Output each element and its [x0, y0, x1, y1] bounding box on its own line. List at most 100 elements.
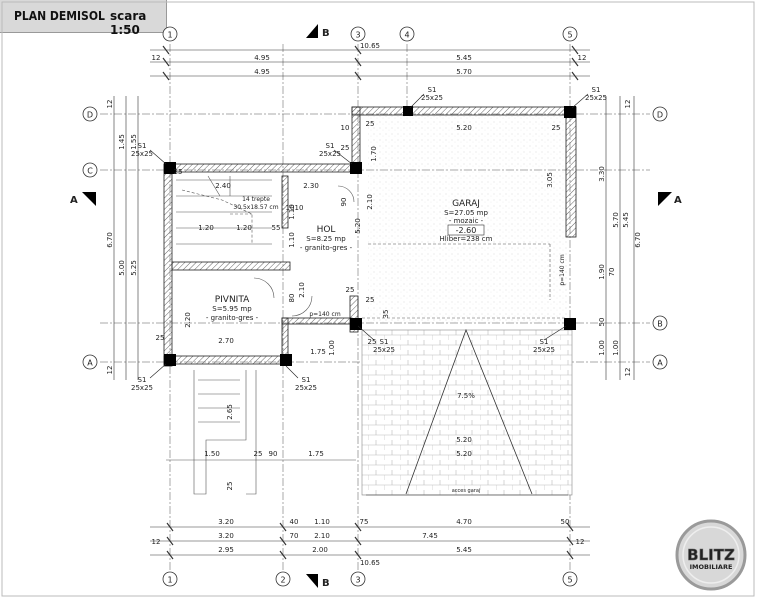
- col-tag-2-size: 25x25: [585, 94, 607, 102]
- garage-door-lines: [362, 243, 566, 319]
- int-dim-10-b: 10: [295, 204, 304, 212]
- int-dim-25-e: 25: [254, 450, 263, 458]
- int-dim-25-j: 25: [174, 168, 183, 176]
- int-dim-1-75: 1.75: [310, 348, 326, 356]
- int-dim-10-a: 10: [286, 204, 295, 212]
- int-dim-25-h: 25: [346, 286, 355, 294]
- int-dim-55: 55: [272, 224, 281, 232]
- dim-bot-3-20-b: 3.20: [218, 532, 234, 540]
- section-b-bottom: B: [322, 578, 330, 589]
- int-dim-25-g: 25: [156, 334, 165, 342]
- int-dim-1-20-a: 1.20: [198, 224, 214, 232]
- room-hol-finish: - granito-gres -: [300, 244, 353, 252]
- dim-top-5-70: 5.70: [456, 68, 472, 76]
- dim-left-12-bot: 12: [106, 366, 114, 375]
- room-garaj-level: -2.60: [456, 226, 477, 235]
- logo-sub: IMOBILIARE: [690, 563, 733, 571]
- int-dim-1-75-b: 1.75: [308, 450, 324, 458]
- axis-d-left: D: [87, 111, 93, 120]
- column-leaders: [149, 93, 589, 379]
- dim-left-5-25: 5.25: [130, 260, 138, 276]
- col-tag-5-size: 25x25: [373, 346, 395, 354]
- room-pivnita-name: PIVNITA: [215, 295, 250, 305]
- int-dim-5-20-a: 5.20: [456, 124, 472, 132]
- section-a-right: A: [674, 195, 682, 206]
- dim-bot-7-45: 7.45: [422, 532, 438, 540]
- stairs-size: 30.5x18.57 cm: [233, 204, 278, 211]
- ramp-slope: 7.5%: [457, 392, 475, 400]
- top-dimensions: [150, 45, 590, 81]
- stairs: [176, 175, 272, 245]
- structural-columns: [164, 106, 576, 366]
- int-dim-80: 80: [288, 294, 296, 303]
- door-swings: [253, 185, 355, 317]
- int-dim-2-40: 2.40: [215, 182, 231, 190]
- dim-top-12-right: 12: [578, 54, 587, 62]
- dim-right-3-30: 3.30: [598, 166, 606, 182]
- dim-right-12-top: 12: [624, 100, 632, 109]
- col-tag-1-label: S1: [428, 86, 437, 94]
- axis-4-top: 4: [404, 31, 409, 40]
- axis-5-bottom: 5: [567, 576, 572, 585]
- int-dim-5-20-d: 5.20: [456, 436, 472, 444]
- level-box: [447, 224, 485, 236]
- dim-top-total: 10.65: [360, 42, 380, 50]
- axis-1-top: 1: [167, 31, 172, 40]
- room-garaj-area: S=27.05 mp: [444, 209, 488, 217]
- dim-right-1-90: 1.90: [598, 264, 606, 280]
- axis-3-top: 3: [355, 31, 360, 40]
- int-dim-90: 90: [340, 198, 348, 207]
- dim-right-1-00-a: 1.00: [598, 340, 606, 356]
- dim-top-5-45: 5.45: [456, 54, 472, 62]
- dim-left-5-00: 5.00: [118, 260, 126, 276]
- plan-header: PLAN DEMISOL scara 1:50: [0, 0, 167, 37]
- col-tag-8-label: S1: [302, 376, 311, 384]
- dim-bot-40: 40: [290, 518, 299, 526]
- dim-top-4-95-a: 4.95: [254, 54, 270, 62]
- bottom-dimensions: [150, 522, 590, 560]
- walls: [163, 106, 577, 367]
- int-dim-1-20-b: 1.20: [236, 224, 252, 232]
- dim-right-6-70: 6.70: [634, 232, 642, 248]
- room-hol-area: S=8.25 mp: [306, 235, 346, 243]
- int-dim-2-70: 2.70: [218, 337, 234, 345]
- col-tag-5-label: S1: [380, 338, 389, 346]
- axis-a-right: A: [657, 359, 663, 368]
- axis-c-left: C: [87, 167, 93, 176]
- axis-bubbles: [82, 26, 668, 587]
- exterior-stair: [166, 370, 356, 495]
- ramp-paving: [361, 328, 573, 496]
- dim-bot-total: 10.65: [360, 559, 380, 567]
- axis-2-bottom: 2: [280, 576, 285, 585]
- ramp-label: acces garaj: [452, 488, 481, 494]
- dim-left-12-top: 12: [106, 100, 114, 109]
- dim-right-5-70: 5.70: [612, 212, 620, 228]
- garage-floor: [368, 116, 568, 324]
- int-dim-1-10-a: 1.10: [288, 232, 296, 248]
- int-dim-p140-b: p=140 cm: [559, 254, 566, 285]
- room-garaj-height: Hliber=238 cm: [440, 235, 493, 243]
- room-pivnita-area: S=5.95 mp: [212, 305, 252, 313]
- int-dim-25-c: 25: [341, 144, 350, 152]
- col-tag-6-label: S1: [540, 338, 549, 346]
- dim-bot-2-95: 2.95: [218, 546, 234, 554]
- room-pivnita-finish: - granito-gres -: [206, 314, 259, 322]
- int-dim-25-d: 25: [366, 296, 375, 304]
- int-dim-5-20-c: 5.20: [456, 450, 472, 458]
- blitz-imobiliare-logo: BLITZ IMOBILIARE: [675, 519, 747, 591]
- axis-a-left: A: [87, 359, 93, 368]
- int-dim-3-05: 3.05: [546, 172, 554, 188]
- plan-scale: scara 1:50: [110, 9, 147, 37]
- int-dim-90-b: 90: [269, 450, 278, 458]
- col-tag-6-size: 25x25: [533, 346, 555, 354]
- room-garaj-finish: - mozaic -: [449, 217, 484, 225]
- int-dim-2-65: 2.65: [226, 404, 234, 420]
- axis-3-bottom: 3: [355, 576, 360, 585]
- dim-right-12-bot: 12: [624, 368, 632, 377]
- dim-bot-5-45: 5.45: [456, 546, 472, 554]
- dim-bot-70: 70: [290, 532, 299, 540]
- int-dim-35: 35: [382, 310, 390, 319]
- int-dim-2-10-b: 2.10: [366, 194, 374, 210]
- dim-right-5-45: 5.45: [622, 212, 630, 228]
